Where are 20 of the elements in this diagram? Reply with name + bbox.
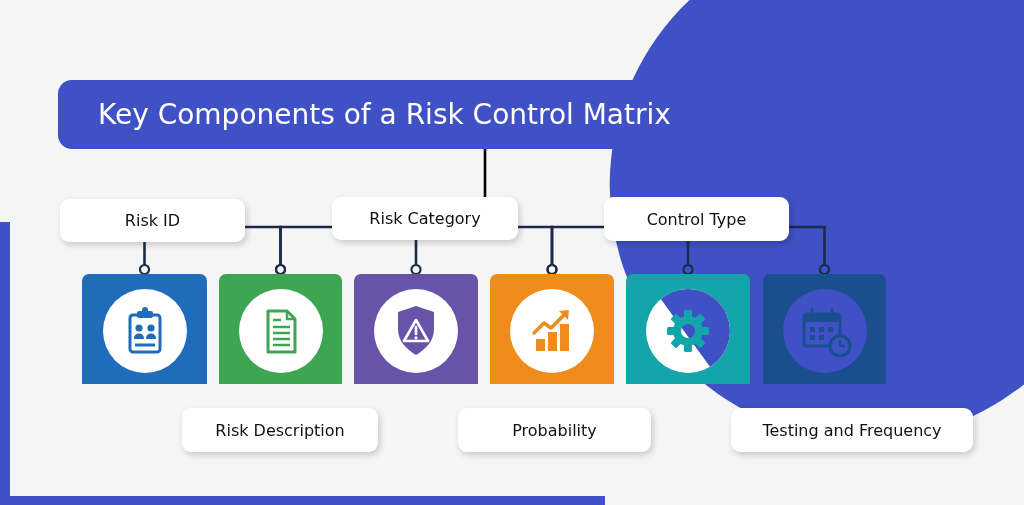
component-label: Risk Category [332,197,518,240]
component-label: Testing and Frequency [731,408,973,452]
connector-line [546,225,604,276]
component-label: Risk ID [60,199,245,242]
icon-tile [219,274,342,384]
icon-tile [354,274,478,384]
connector-line [138,242,151,276]
icon-tile [626,274,750,384]
icon-tile [490,274,614,384]
connector-line [682,241,694,276]
component-label: Control Type [604,197,789,241]
icon-tile [82,274,207,384]
component-label: Risk Description [182,408,378,452]
icon-tile [763,274,886,384]
component-label: Probability [458,408,651,452]
connector-line [483,149,487,197]
connector-line [274,225,332,276]
connector-line [410,240,422,276]
banner-label: Key Components of a Risk Control Matrix [98,98,671,131]
connector-line [789,225,831,276]
